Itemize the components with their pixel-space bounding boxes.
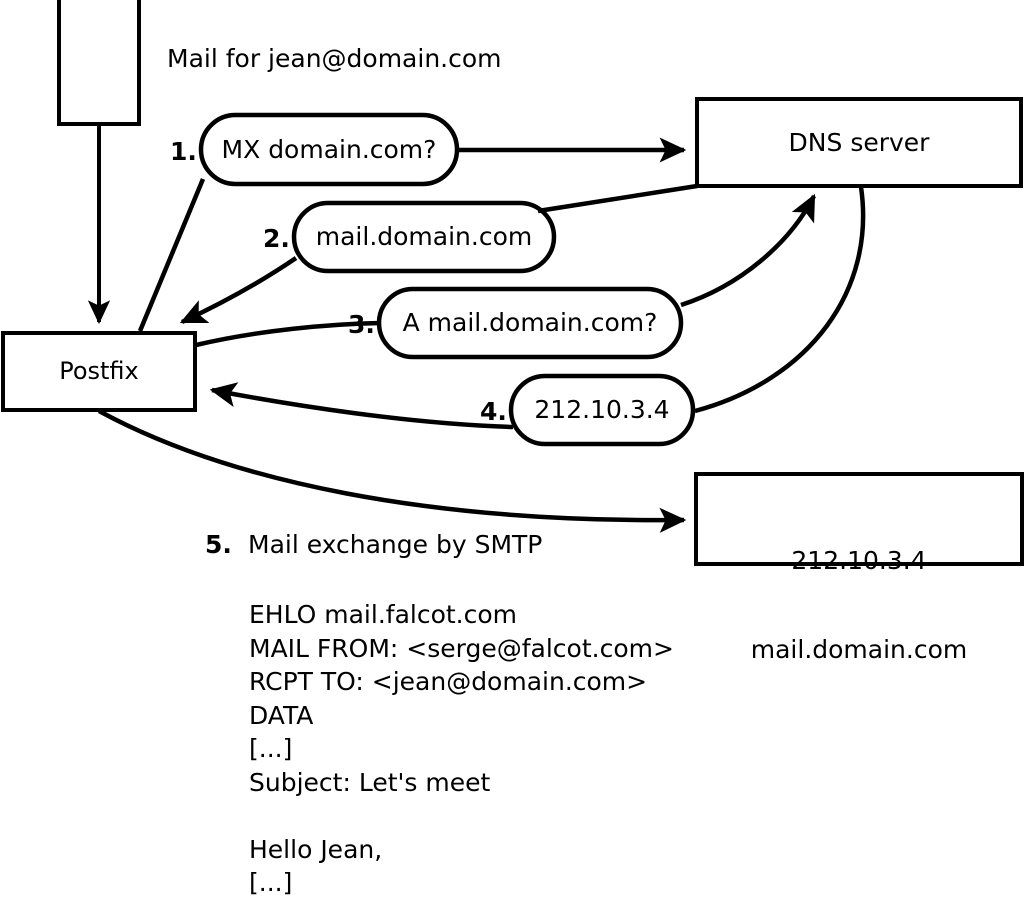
smtp-transcript-line [249, 799, 674, 833]
smtp-transcript-line [249, 900, 674, 919]
connector-step3-leader [195, 320, 382, 348]
destination-label: 212.10.3.4 mail.domain.com [694, 487, 1024, 723]
connector-step2-to-postfix [179, 256, 298, 325]
dns-server-label: DNS server [788, 128, 930, 157]
smtp-transcript-line: MAIL FROM: <serge@falcot.com> [249, 633, 674, 663]
connector-step4-leader [694, 186, 866, 414]
connector-step4-to-postfix [209, 382, 514, 430]
sender-box [57, 0, 141, 126]
step-4-label: 212.10.3.4 [534, 395, 670, 424]
step-2-pill [291, 200, 557, 274]
smtp-transcript-line: Hello Jean, [249, 834, 383, 864]
mail-for-label: Mail for jean@domain.com [167, 44, 502, 73]
smtp-transcript-line: DATA [249, 700, 314, 730]
connector-step5-smtp [97, 409, 687, 533]
step-3-label: A mail.domain.com? [402, 308, 658, 337]
dns-server-box [695, 97, 1023, 188]
smtp-transcript-line: EHLO mail.falcot.com [249, 600, 518, 629]
smtp-transcript-line: [...] [249, 868, 293, 897]
step-2-number: 2. [263, 224, 290, 253]
connector-step3-to-dns [680, 193, 817, 308]
step-5-label: Mail exchange by SMTP [248, 530, 543, 559]
step-3-number: 3. [348, 310, 375, 339]
connector-step1-leader [137, 178, 206, 332]
step-4-number: 4. [480, 397, 507, 426]
step-2-label: mail.domain.com [315, 222, 533, 251]
destination-hostname: mail.domain.com [750, 634, 968, 664]
step-5-number: 5. [205, 530, 232, 559]
smtp-transcript-line: [...] [249, 734, 293, 763]
step-1-label: MX domain.com? [221, 135, 437, 164]
postfix-label: Postfix [59, 357, 139, 385]
smtp-transcript-line: RCPT TO: <jean@domain.com> [249, 667, 648, 696]
connector-step2-leader [537, 183, 698, 214]
destination-ip: 212.10.3.4 [791, 546, 927, 575]
smtp-transcript-line: Subject: Let's meet [249, 767, 491, 797]
postfix-box [1, 331, 197, 412]
step-1-number: 1. [170, 137, 197, 166]
step-4-pill [508, 373, 696, 447]
destination-box [694, 472, 1024, 566]
